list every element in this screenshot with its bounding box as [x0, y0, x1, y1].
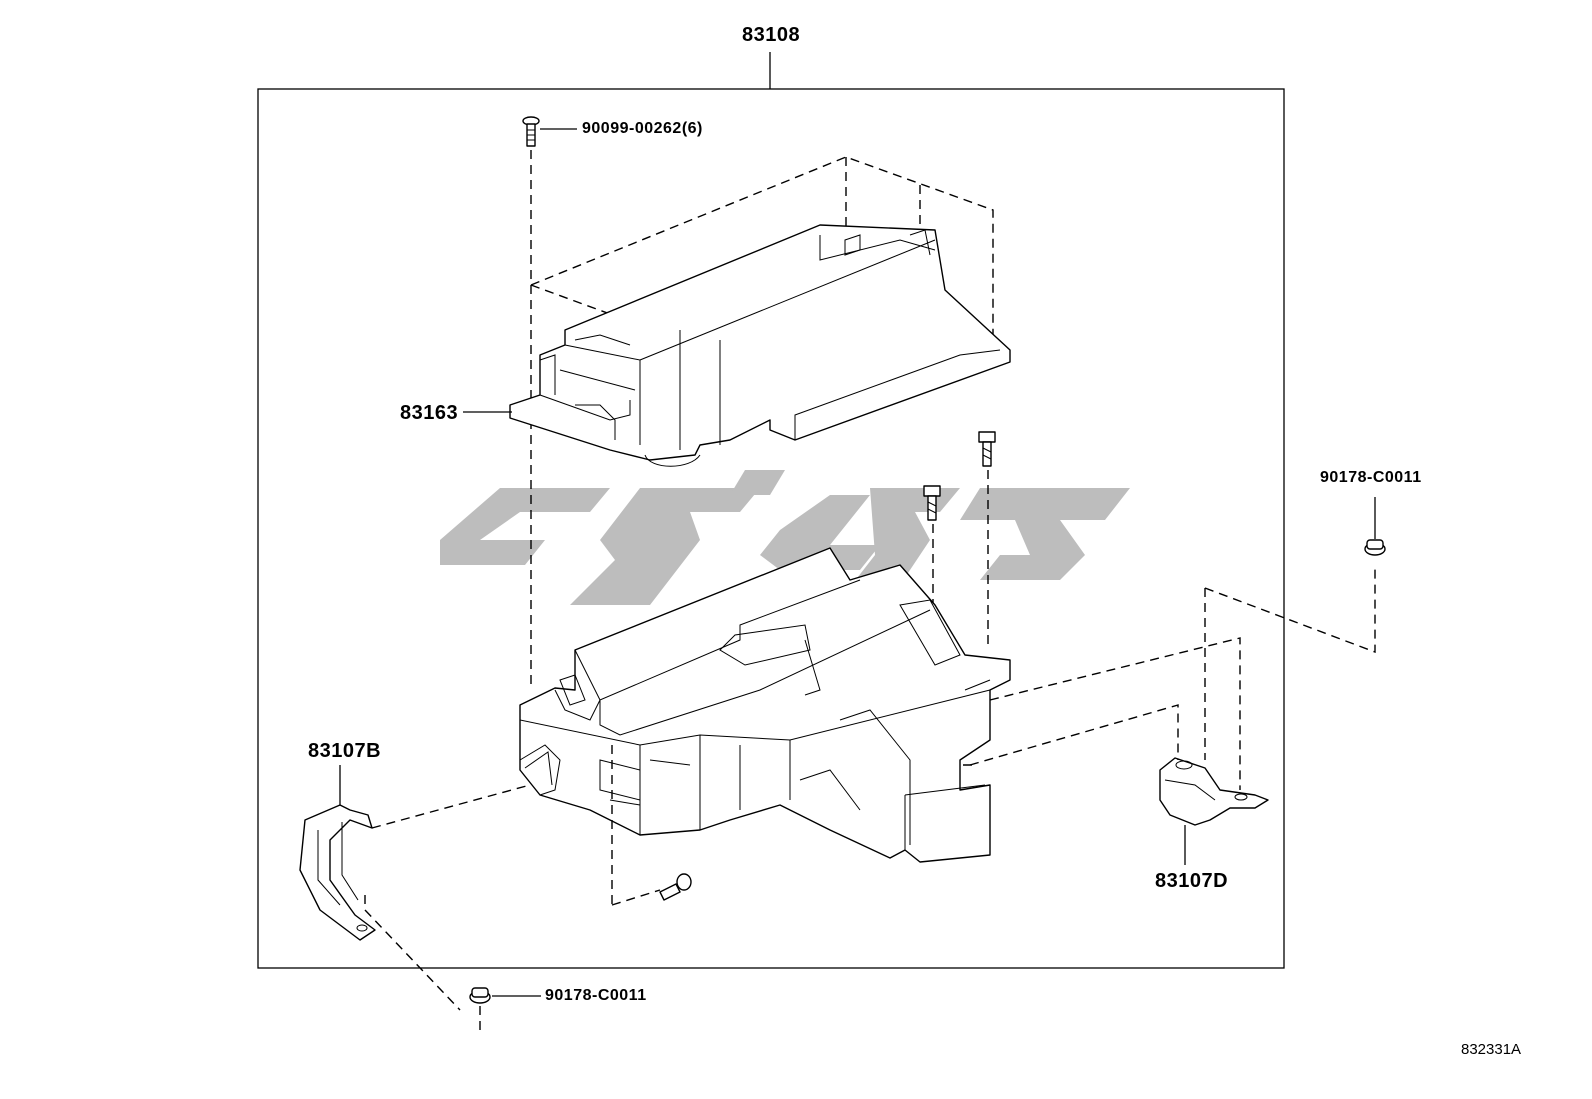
- upper-case-part: [509, 224, 1011, 467]
- screw-bottom-icon: [659, 873, 692, 901]
- lower-case-part: [519, 547, 1011, 863]
- bolt-left-icon: [923, 485, 941, 521]
- label-upper-case: 83163: [400, 402, 459, 424]
- watermark-logo: [440, 470, 1130, 605]
- bracket-left-part: [299, 804, 376, 941]
- assembly-frame: [257, 88, 1285, 969]
- screw-top-icon: [522, 116, 540, 147]
- label-clip-bottom: 90178-C0011: [545, 987, 647, 1004]
- label-clip-right: 90178-C0011: [1320, 469, 1422, 486]
- label-bracket-left: 83107B: [308, 740, 382, 762]
- clip-bottom-icon: [469, 987, 491, 1004]
- label-assembly: 83108: [742, 24, 801, 46]
- bolt-right-icon: [978, 431, 996, 467]
- label-screw-top: 90099-00262(6): [582, 120, 703, 137]
- clip-right-icon: [1364, 539, 1386, 556]
- label-bracket-right: 83107D: [1155, 870, 1229, 892]
- label-drawing-ref: 832331A: [1461, 1041, 1522, 1058]
- bracket-right-part: [1159, 757, 1269, 826]
